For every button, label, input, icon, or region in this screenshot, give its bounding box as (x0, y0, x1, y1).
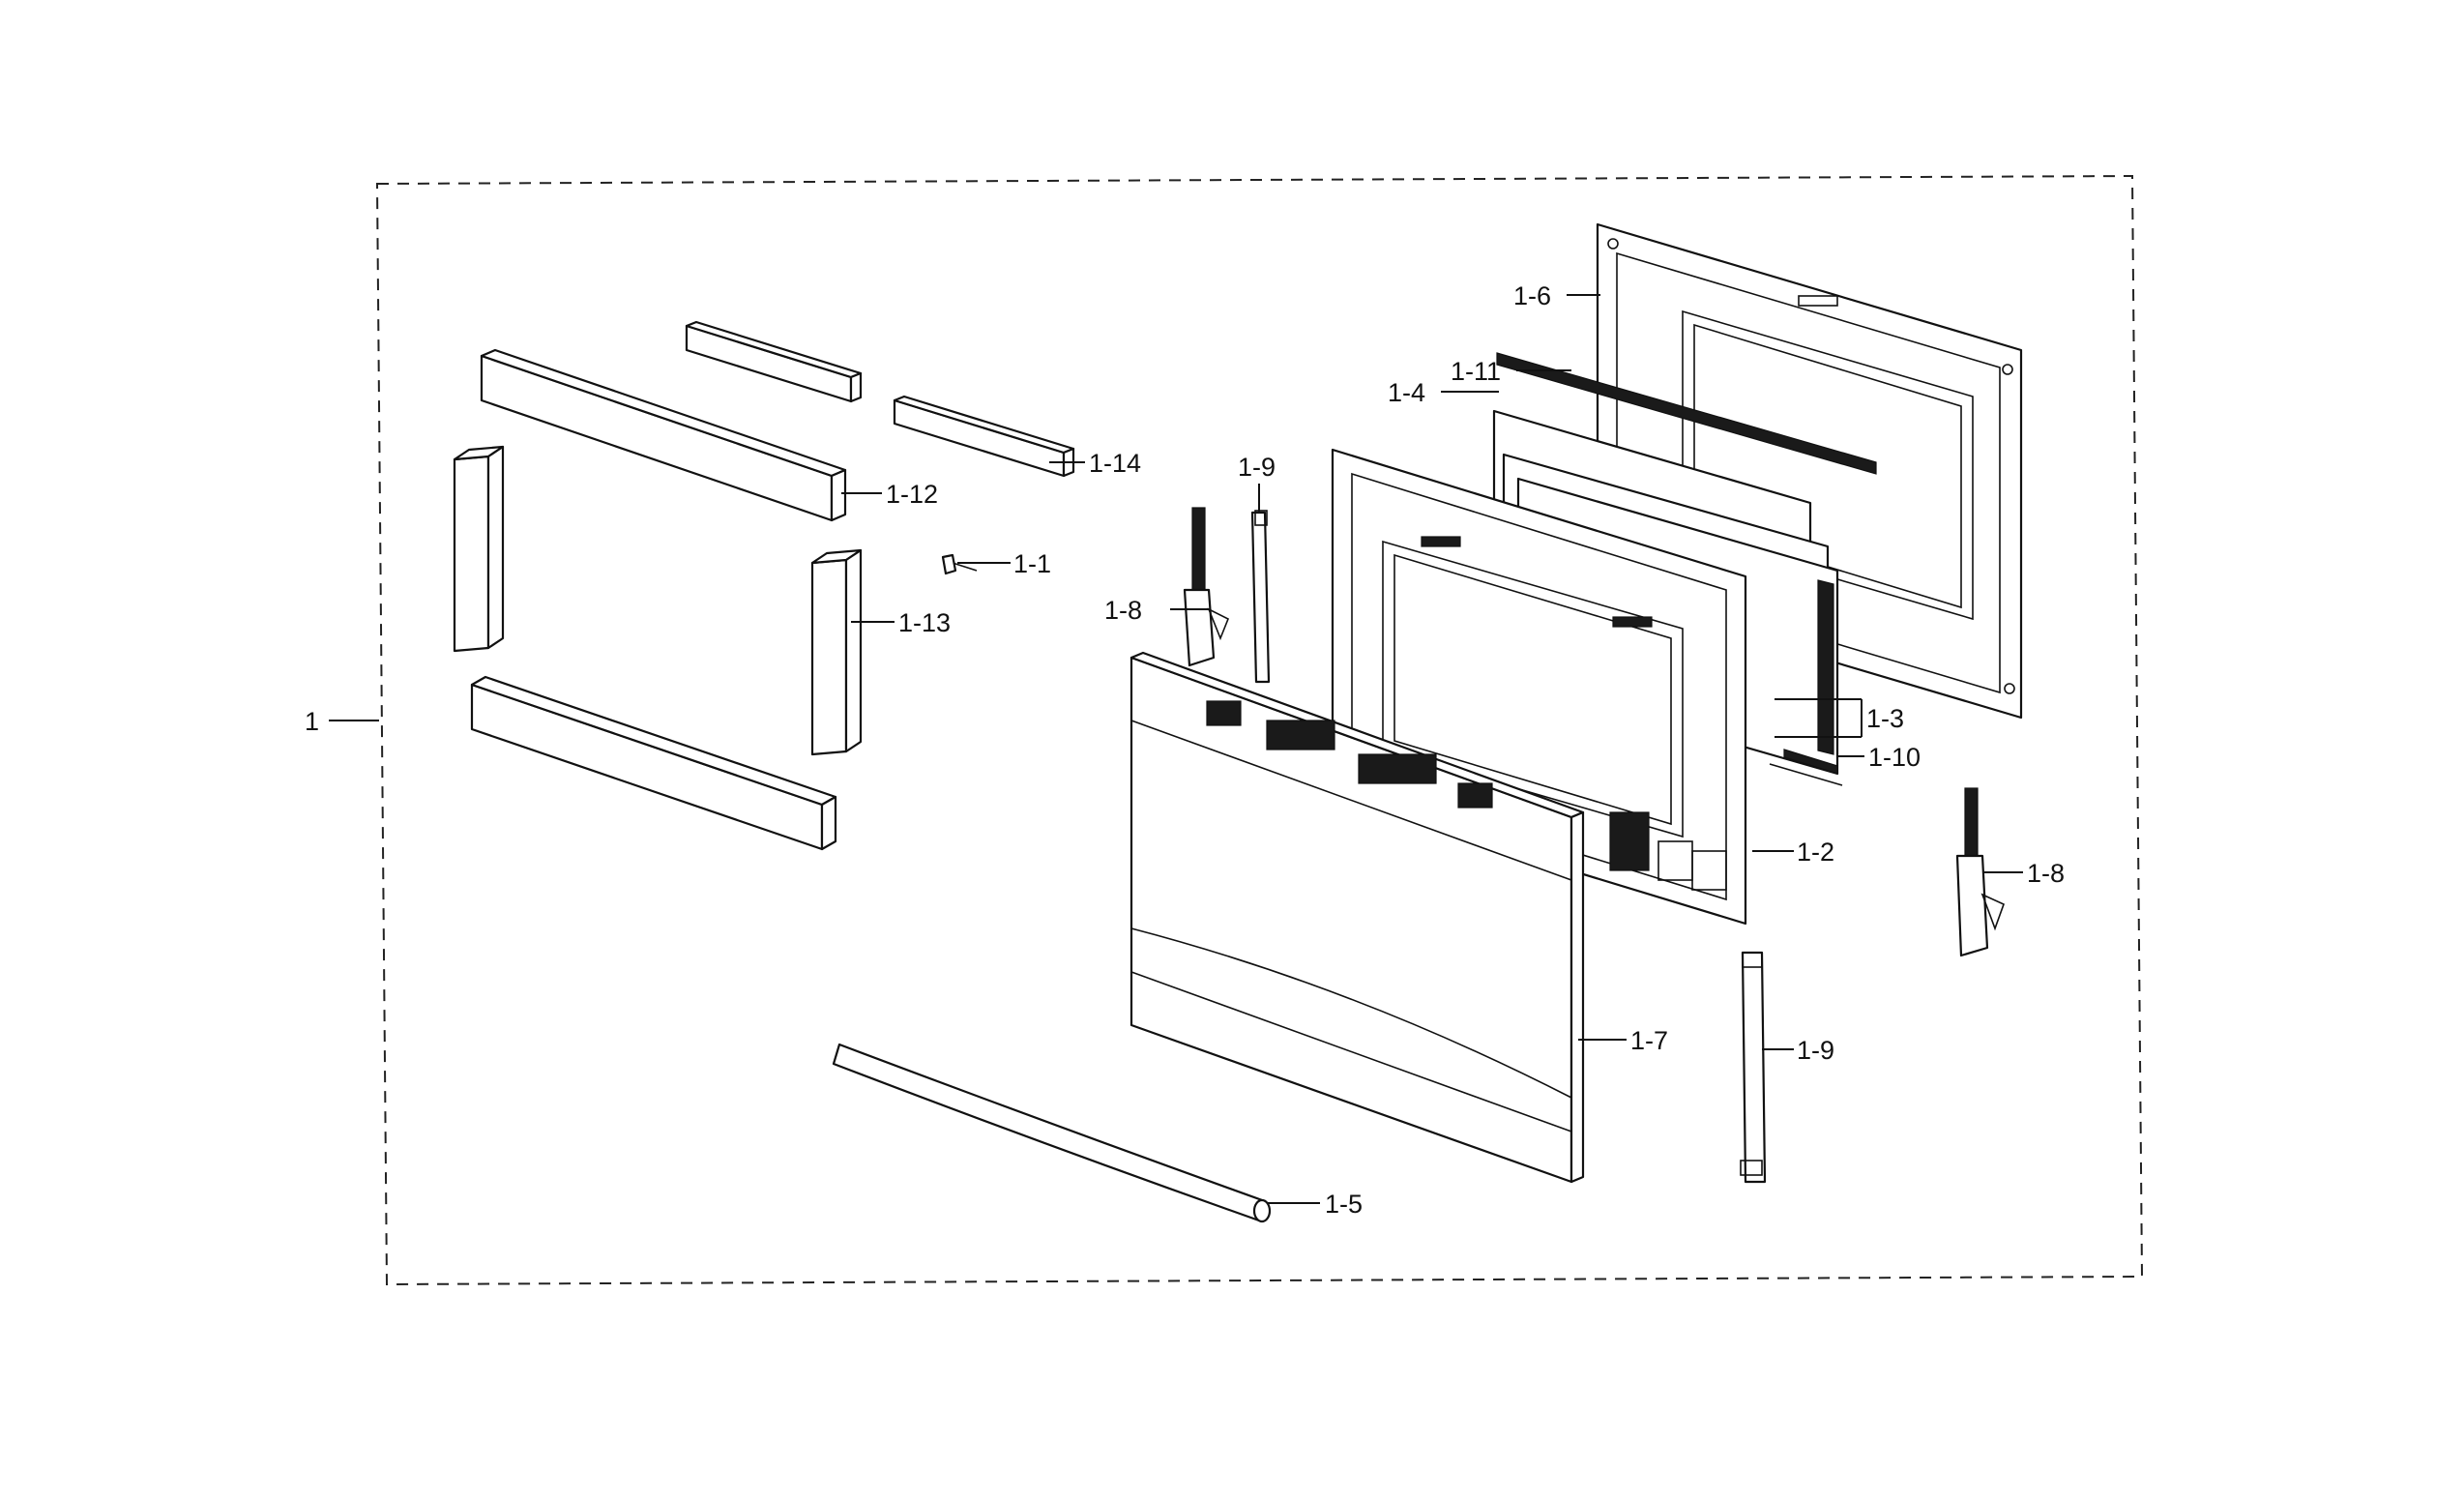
callout-spacer: 1-10 (1868, 743, 1921, 772)
gasket-part (1496, 352, 1877, 475)
callout-handle: 1-5 (1325, 1190, 1363, 1219)
callout-outer-door: 1-7 (1630, 1026, 1668, 1055)
callout-insulation-side: 1-13 (898, 608, 951, 637)
handle-part (832, 1043, 1272, 1223)
hinge-left-part (1183, 507, 1230, 667)
callout-glass-middle: 1-4 (1388, 378, 1425, 407)
bracket-top-part (1250, 510, 1271, 684)
insulation-bottom-long (470, 675, 837, 851)
callout-assembly: 1 (305, 707, 319, 736)
callout-hinge-right: 1-8 (2027, 859, 2065, 888)
insulation-top-short (685, 320, 863, 403)
insulation-top-long (480, 348, 847, 522)
bracket-bottom-part (1740, 951, 1767, 1184)
spacer-part (1769, 749, 1843, 786)
hinge-right-part (1955, 787, 2006, 957)
insulation-short (893, 395, 1075, 478)
callout-insulation-short: 1-14 (1089, 449, 1141, 478)
callout-bracket-top: 1-9 (1238, 453, 1276, 482)
callout-glass-pair: 1-3 (1866, 704, 1904, 733)
assembly-boundary (375, 174, 2144, 1286)
callout-inner-door: 1-2 (1797, 838, 1834, 867)
callout-hinge-left: 1-8 (1104, 596, 1142, 625)
leader-lines (329, 294, 2023, 1204)
screw-part (941, 553, 978, 575)
callout-door-liner: 1-6 (1513, 281, 1551, 310)
callout-insulation-long: 1-12 (886, 480, 938, 509)
callout-screw: 1-1 (1013, 549, 1051, 578)
insulation-side-right (810, 548, 863, 756)
callout-bracket-bottom: 1-9 (1797, 1036, 1834, 1065)
outer-door-part (1129, 651, 1585, 1184)
insulation-side-left (453, 445, 505, 653)
callout-gasket: 1-11 (1451, 357, 1501, 386)
